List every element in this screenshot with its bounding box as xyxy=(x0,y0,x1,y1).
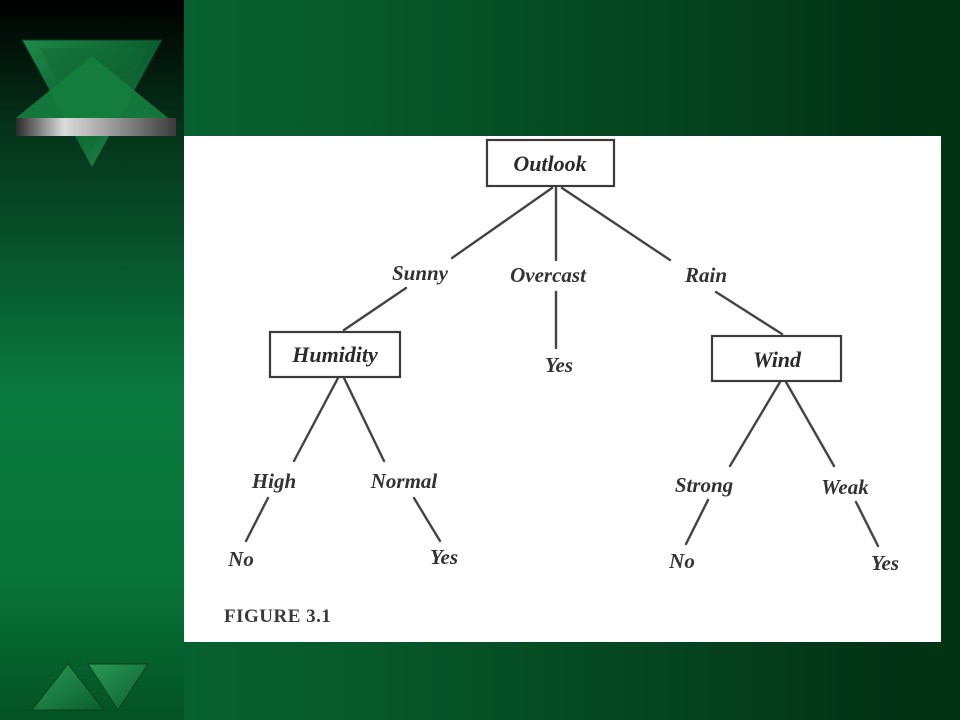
edge-normal-yes xyxy=(412,496,442,543)
edge-label-overcast: Overcast xyxy=(510,263,587,287)
edge-label-strong: Strong xyxy=(675,473,733,497)
edge-root-sunny xyxy=(450,186,554,260)
edge-humidity-high xyxy=(292,376,340,463)
figure-caption-title: FIGURE 3.1 xyxy=(224,606,332,627)
edge-label-rain: Rain xyxy=(684,263,727,287)
leaf-normal-yes: Yes xyxy=(430,545,458,569)
edge-rain-wind xyxy=(714,290,784,336)
leaf-strong-no: No xyxy=(668,549,695,573)
node-box-outlook xyxy=(485,138,616,188)
leaf-weak-yes: Yes xyxy=(871,551,899,575)
edge-root-rain xyxy=(560,186,672,262)
triangle-up-marble-icon xyxy=(30,663,149,711)
edge-strong-no xyxy=(684,498,710,546)
edge-humidity-normal xyxy=(342,376,386,463)
edge-sunny-humidity xyxy=(342,286,408,332)
edge-wind-weak xyxy=(784,380,836,468)
figure-panel: Outlook Humidity Wind Sunny Overcast Rai… xyxy=(184,136,941,642)
edge-weak-yes xyxy=(854,500,880,548)
edge-wind-strong xyxy=(728,380,782,468)
node-box-wind xyxy=(710,334,843,383)
edge-label-normal: Normal xyxy=(370,469,438,493)
node-box-humidity xyxy=(268,330,402,379)
decision-tree-diagram: Outlook Humidity Wind Sunny Overcast Rai… xyxy=(227,138,899,575)
leaf-high-no: No xyxy=(227,547,254,571)
edge-high-no xyxy=(244,496,270,543)
leaf-overcast-yes: Yes xyxy=(545,353,573,377)
node-wind: Wind xyxy=(753,347,802,372)
node-outlook: Outlook xyxy=(513,151,586,176)
node-humidity: Humidity xyxy=(291,342,378,367)
edge-label-weak: Weak xyxy=(821,475,869,499)
triangle-down-marble-icon xyxy=(16,39,176,170)
edge-label-high: High xyxy=(251,469,296,493)
edge-label-sunny: Sunny xyxy=(392,261,449,285)
